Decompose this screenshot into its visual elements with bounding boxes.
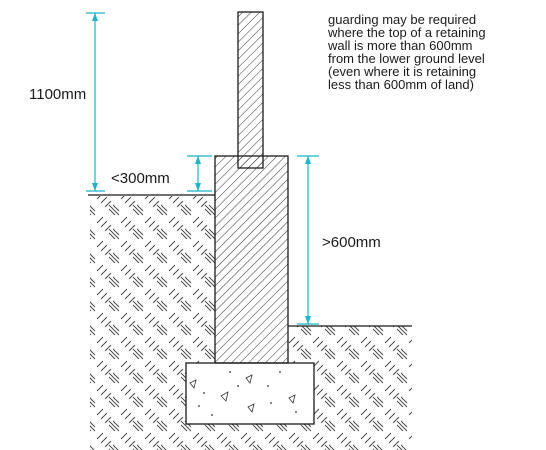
retaining-wall bbox=[214, 155, 289, 364]
note-line: wall is more than 600mm bbox=[328, 38, 473, 53]
note-line: from the lower ground level bbox=[328, 51, 485, 66]
guarding-note: guarding may be required where the top o… bbox=[328, 13, 542, 91]
dimension-drop bbox=[297, 155, 319, 325]
upstand-label: <300mm bbox=[111, 170, 170, 187]
dimension-upstand bbox=[187, 155, 212, 192]
concrete-footing bbox=[185, 362, 315, 425]
dimension-1100mm bbox=[86, 12, 105, 192]
note-line: (even where it is retaining bbox=[328, 64, 477, 79]
note-line: where the top of a retaining bbox=[328, 25, 486, 40]
note-line: guarding may be required bbox=[328, 12, 477, 27]
guard-post bbox=[237, 11, 264, 169]
note-line: less than 600mm of land) bbox=[328, 77, 474, 92]
guard-height-label: 1100mm bbox=[29, 86, 87, 103]
drop-label: >600mm bbox=[322, 234, 381, 251]
